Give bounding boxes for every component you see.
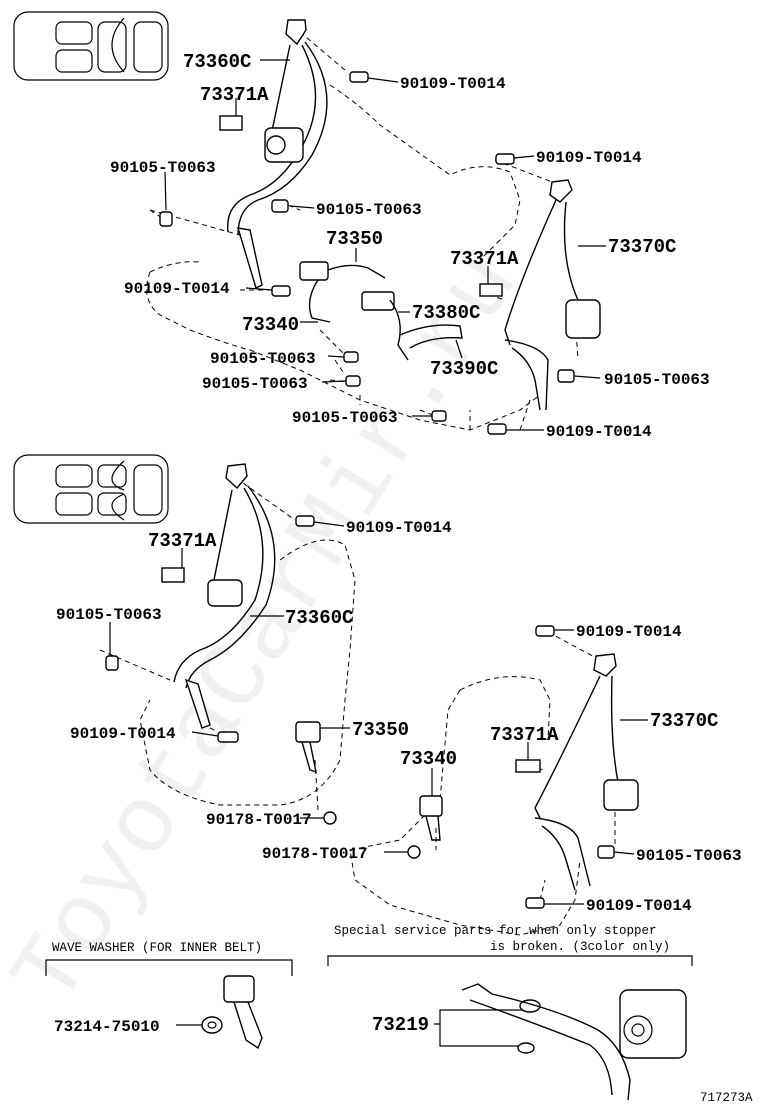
label-90105-t0063-bot: 90105-T0063 [636,847,742,865]
seat-position-icon-top [13,11,169,81]
label-90105-t0063-bot-a: 90105-T0063 [56,606,162,624]
retractor-icon [619,989,687,1059]
bolts-bottom [105,515,615,909]
labels-bottom: 90109-T0014 73371A 90105-T0063 73360C 90… [56,519,742,915]
label-90105-t0063-top-d: 90105-T0063 [202,375,308,393]
seat-position-icon-bottom [13,454,169,524]
label-90109-t0014-bot-a: 90109-T0014 [346,519,452,537]
label-73370c-top: 73370C [608,236,676,258]
seat-outline-top [146,84,541,431]
label-73371a-top-left: 73371A [200,84,269,106]
label-73360c-top: 73360C [183,51,251,73]
label-73340-bot: 73340 [400,748,457,770]
label-leaders-top [164,59,606,431]
special-service-note-line1: Special service parts for when only stop… [334,924,657,938]
special-service-note-line2: is broken. (3color only) [490,940,670,954]
wave-washer-box: WAVE WASHER (FOR INNER BELT) 73214-75010 [45,941,293,1050]
belt-webbing-icon [461,983,631,1101]
label-90109-t0014-bot-c: 90109-T0014 [576,623,682,641]
label-73371a-bot-right: 73371A [490,724,559,746]
buckle-parts-top [299,261,463,361]
wave-washer-icon [201,1016,223,1034]
wave-washer-title: WAVE WASHER (FOR INNER BELT) [52,941,262,955]
diagram-id: 717273A [700,1091,753,1105]
label-90109-t0014-top-d: 90109-T0014 [546,423,652,441]
special-service-box: Special service parts for when only stop… [327,924,693,1101]
label-90105-t0063-top-c: 90105-T0063 [210,350,316,368]
label-90178-t0017-bot-b: 90178-T0017 [262,845,368,863]
label-73371a-bot-left: 73371A [148,530,217,552]
label-90109-t0014-bot-b: 90109-T0014 [70,725,176,743]
stopper-base-icon [517,1042,535,1054]
retractor-spool-icon [623,1015,653,1045]
label-90109-t0014-top-b: 90109-T0014 [124,280,230,298]
belt-assembly-73370c-bottom [515,653,639,891]
label-73370c-bot: 73370C [650,710,718,732]
seat-outline-bottom [139,539,581,936]
label-73219: 73219 [372,1014,429,1036]
label-73390c-top: 73390C [430,358,498,380]
label-73360c-bot: 73360C [285,607,353,629]
label-73214-75010: 73214-75010 [54,1018,160,1036]
label-73380c-top: 73380C [412,302,480,324]
label-73350-bot: 73350 [352,719,409,741]
label-90105-t0063-top-b: 90105-T0063 [316,201,422,219]
label-90105-t0063-top-a: 90105-T0063 [110,159,216,177]
label-90105-t0063-top-f: 90105-T0063 [604,371,710,389]
label-90109-t0014-bot-d: 90109-T0014 [586,897,692,915]
bolts-top [159,71,575,435]
buckle-parts-bottom [295,721,443,841]
label-90105-t0063-top-e: 90105-T0063 [292,409,398,427]
label-73371a-top-right: 73371A [450,248,519,270]
belt-assembly-73360c-bottom [161,463,276,729]
label-73340-top: 73340 [242,314,299,336]
buckle-strap-icon [233,1001,263,1050]
buckle-icon [223,975,255,1003]
belt-assembly-73360c-top [219,19,328,289]
labels-top: 73360C 90109-T0014 73371A 90105-T0063 90… [110,51,710,441]
label-leaders-bottom [109,521,648,905]
label-90109-t0014-top-c: 90109-T0014 [536,149,642,167]
label-73350-top: 73350 [326,228,383,250]
label-90178-t0017-bot-a: 90178-T0017 [206,811,312,829]
label-90109-t0014-top-a: 90109-T0014 [400,75,506,93]
belt-assembly-73370c-top [479,179,601,411]
